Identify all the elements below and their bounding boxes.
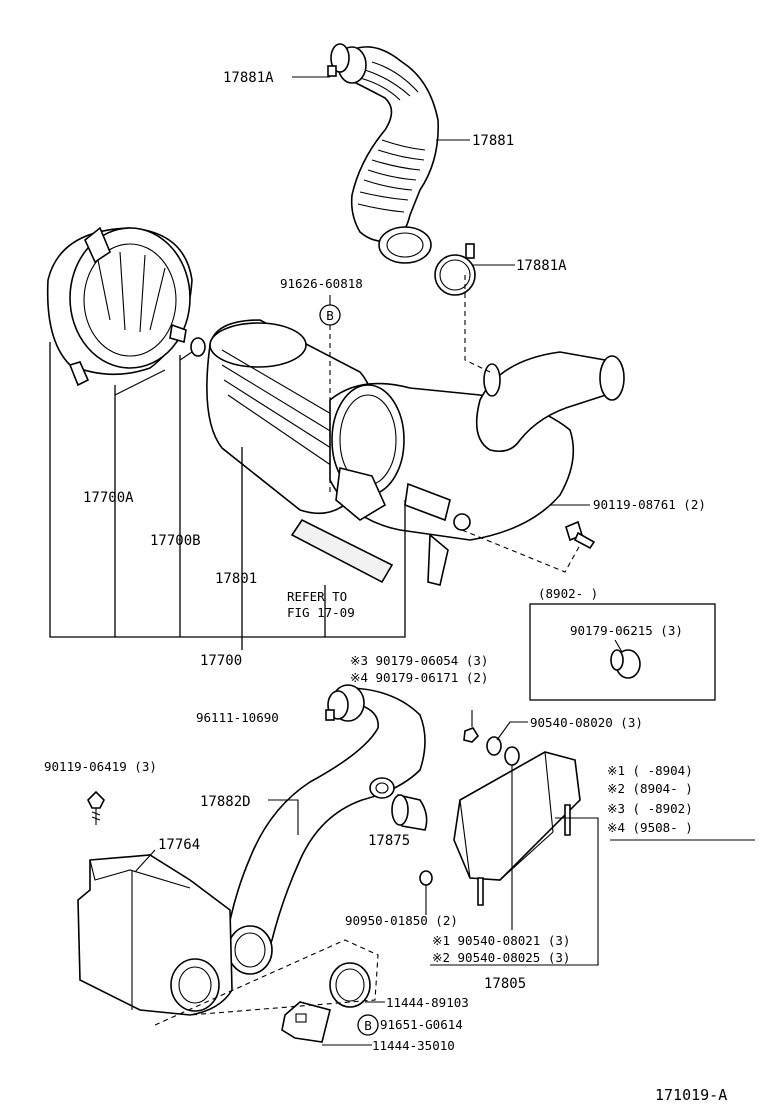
- intake-hose-17881: [337, 46, 439, 264]
- label-17700b: 17700B: [150, 533, 201, 549]
- label-refer-to: REFER TO: [287, 589, 347, 604]
- label-90119-08761: 90119-08761 (2): [593, 497, 706, 512]
- label-17882d: 17882D: [200, 794, 251, 810]
- hose-clamp-17881a-top: [327, 43, 350, 77]
- label-17881a-mid: 17881A: [516, 258, 567, 274]
- label-90540-08025: ※2 90540-08025 (3): [432, 950, 570, 965]
- label-note1: ※1 ( -8904): [607, 763, 693, 778]
- label-90179-06171: ※4 90179-06171 (2): [350, 670, 488, 685]
- resonator-17805: [453, 751, 581, 906]
- hose-clamp-17881a-mid: [434, 243, 476, 296]
- label-91626-60818: 91626-60818: [280, 276, 363, 291]
- label-17801: 17801: [215, 571, 257, 587]
- air-cleaner-case-17700: [329, 351, 625, 586]
- label-90540-08021: ※1 90540-08021 (3): [432, 933, 570, 948]
- label-91651-g0614: 91651-G0614: [380, 1017, 463, 1032]
- label-17764: 17764: [158, 837, 200, 853]
- label-note3: ※3 ( -8902): [607, 801, 693, 816]
- duct-17764: [77, 854, 233, 1016]
- clamp-11444-89103: [329, 962, 371, 1008]
- label-90179-06054: ※3 90179-06054 (3): [350, 653, 488, 668]
- label-17881a-top: 17881A: [223, 70, 274, 86]
- bolt-90119-06419: [87, 790, 105, 825]
- clamp-96111-10690: [325, 690, 349, 721]
- label-17881: 17881: [472, 133, 514, 149]
- bolt-90119-08761: [565, 520, 596, 550]
- clip-17700b: [190, 337, 206, 357]
- label-box-range: (8902- ): [538, 586, 598, 601]
- hose-17875: [391, 794, 428, 831]
- bolt-90950-01850: [419, 870, 433, 886]
- label-90950-01850: 90950-01850 (2): [345, 913, 458, 928]
- callout-b-top-text: B: [326, 308, 334, 323]
- label-96111-10690: 96111-10690: [196, 710, 279, 725]
- label-17805: 17805: [484, 976, 526, 992]
- label-refer-fig: FIG 17-09: [287, 605, 355, 620]
- variant-box: [529, 603, 716, 701]
- nut-90179-06054: [463, 727, 480, 743]
- washer-90540-08020: [486, 736, 520, 766]
- label-17875: 17875: [368, 833, 410, 849]
- label-90540-08020: 90540-08020 (3): [530, 715, 643, 730]
- air-cleaner-cap-17700a: [46, 226, 193, 387]
- label-11444-35010: 11444-35010: [372, 1038, 455, 1053]
- intake-pipe-17882d: [224, 684, 426, 975]
- label-90179-06215: 90179-06215 (3): [570, 623, 683, 638]
- nut-90179-06215: [610, 649, 641, 679]
- label-11444-89103: 11444-89103: [386, 995, 469, 1010]
- label-17700a: 17700A: [83, 490, 134, 506]
- label-90119-06419: 90119-06419 (3): [44, 759, 157, 774]
- callout-b-bottom: B: [357, 1014, 379, 1036]
- callout-b-top: B: [319, 304, 341, 326]
- callout-b-bottom-text: B: [364, 1018, 372, 1033]
- plate-11444-35010: [281, 1001, 331, 1043]
- label-note2: ※2 (8904- ): [607, 781, 693, 796]
- label-17700: 17700: [200, 653, 242, 669]
- diagram-id: 171019-A: [655, 1086, 727, 1104]
- label-note4: ※4 (9508- ): [607, 820, 693, 835]
- refer-strip: [290, 518, 394, 584]
